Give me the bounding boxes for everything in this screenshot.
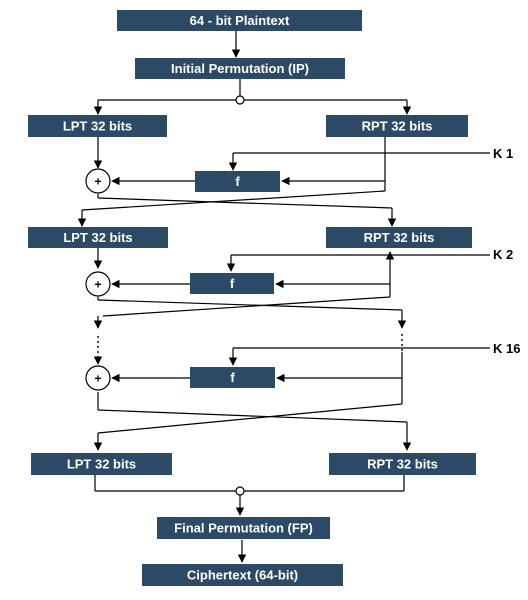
initial-permutation-box: Initial Permutation (IP) <box>135 58 345 79</box>
f-16-label: f <box>230 370 235 385</box>
lpt-1-label: LPT 32 bits <box>63 119 132 134</box>
f-box-16: f <box>190 367 275 388</box>
rpt-box-2: RPT 32 bits <box>326 227 472 248</box>
initial-permutation-label: Initial Permutation (IP) <box>171 61 309 76</box>
key-label-k16: K 16 <box>493 341 520 356</box>
final-permutation-label: Final Permutation (FP) <box>174 521 313 536</box>
xor-node-16: + <box>85 365 111 391</box>
xor-sign: + <box>94 175 101 189</box>
lpt-final-label: LPT 32 bits <box>67 457 136 472</box>
line-cross1-b <box>97 197 393 209</box>
line-cross1-a <box>81 190 386 211</box>
lpt-box-2: LPT 32 bits <box>28 227 168 248</box>
xor-sign: + <box>94 278 101 292</box>
lpt-box-final: LPT 32 bits <box>31 453 172 475</box>
plaintext-label: 64 - bit Plaintext <box>190 13 290 28</box>
xor-node-1: + <box>85 168 111 194</box>
lpt-2-label: LPT 32 bits <box>63 230 132 245</box>
split-junction <box>235 95 245 105</box>
line-cross3-b <box>97 409 408 423</box>
f-1-label: f <box>235 174 240 189</box>
line-cross2-b <box>97 299 403 311</box>
rpt-box-final: RPT 32 bits <box>329 453 476 475</box>
xor-node-2: + <box>85 271 111 297</box>
ciphertext-label: Ciphertext (64-bit) <box>187 568 298 583</box>
key-label-k2: K 2 <box>493 247 513 262</box>
rpt-1-label: RPT 32 bits <box>362 119 433 134</box>
f-2-label: f <box>230 276 235 291</box>
lpt-box-1: LPT 32 bits <box>28 115 167 137</box>
line-cross3-a <box>97 403 403 434</box>
f-box-1: f <box>195 171 280 192</box>
rpt-2-label: RPT 32 bits <box>364 230 435 245</box>
xor-sign: + <box>94 372 101 386</box>
line-cross2-a <box>102 296 391 317</box>
key-label-k1: K 1 <box>493 146 513 161</box>
rpt-box-1: RPT 32 bits <box>326 115 468 137</box>
ciphertext-box: Ciphertext (64-bit) <box>142 564 343 586</box>
connector-lines <box>77 31 490 563</box>
f-box-2: f <box>190 273 274 294</box>
rpt-final-label: RPT 32 bits <box>367 457 438 472</box>
merge-junction <box>235 486 245 496</box>
plaintext-box: 64 - bit Plaintext <box>117 10 362 31</box>
final-permutation-box: Final Permutation (FP) <box>157 517 330 539</box>
